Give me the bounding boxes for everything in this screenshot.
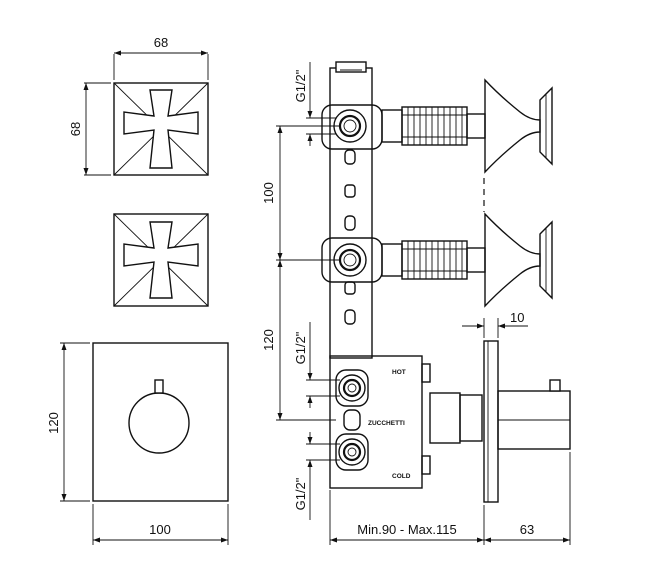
vertical-spacing-dimensions: 100 120	[261, 125, 340, 421]
thread-dimension-bottom: G1/2"	[293, 432, 340, 520]
brand-label: ZUCCHETTI	[368, 420, 405, 427]
plate-width-label: 100	[149, 522, 171, 537]
depth-range-label: Min.90 - Max.115	[357, 522, 456, 537]
middle-valve-threads	[402, 241, 467, 279]
plate-thickness-label: 10	[510, 310, 524, 325]
thread-dimension-middle: G1/2"	[293, 322, 340, 408]
mounting-rail	[329, 61, 373, 359]
thread-label-middle: G1/2"	[293, 331, 308, 364]
top-width-dimension: 68	[113, 35, 209, 80]
upper-valve	[321, 78, 553, 174]
plate-width-dimension: 100	[92, 504, 229, 545]
upper-square-handle	[113, 82, 209, 176]
top-width-label: 68	[154, 35, 168, 50]
spacing-lower-label: 120	[261, 329, 276, 351]
handle-depth-label: 63	[520, 522, 534, 537]
middle-valve	[321, 212, 553, 308]
top-height-dimension: 68	[68, 82, 111, 176]
thermostatic-body: HOT ZUCCHETTI COLD	[329, 355, 431, 489]
top-height-label: 68	[68, 122, 83, 136]
plate-height-label: 120	[46, 412, 61, 434]
lower-square-handle	[113, 213, 209, 307]
plate-thickness-dimension: 10	[462, 310, 528, 338]
thread-label-bottom: G1/2"	[293, 477, 308, 510]
thread-dimension-top: G1/2"	[293, 62, 336, 146]
depth-dimensions: Min.90 - Max.115 63	[329, 452, 571, 545]
thread-label-top: G1/2"	[293, 69, 308, 102]
upper-valve-threads	[402, 107, 467, 145]
hot-label: HOT	[392, 369, 406, 376]
spacing-upper-label: 100	[261, 182, 276, 204]
cold-label: COLD	[392, 473, 411, 480]
thermostat-cartridge-side	[429, 340, 571, 503]
thermostat-plate-front	[92, 342, 229, 502]
plate-height-dimension: 120	[46, 342, 90, 502]
